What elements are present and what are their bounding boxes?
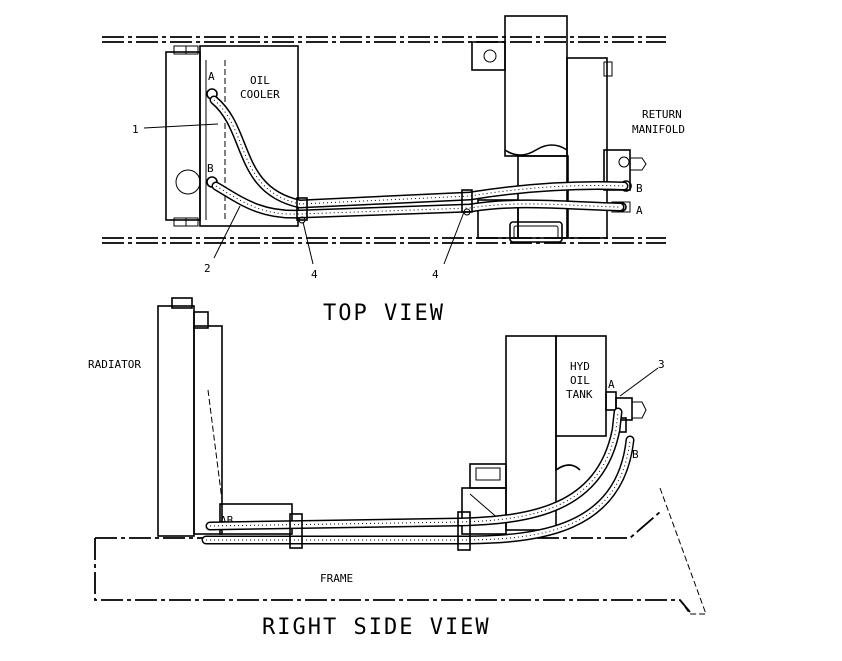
callout-2: 2 [204,262,211,275]
hose-line-1 [209,95,629,209]
return-manifold-label-line2: MANIFOLD [632,123,685,136]
tank-port-b-label: B [632,448,639,461]
callout-3: 3 [658,358,665,371]
clamp-4-left [296,197,308,221]
radiator-label: RADIATOR [88,358,141,371]
side-clamp-right [457,511,471,551]
side-hose-lower [201,435,635,545]
manifold-port-a-label: A [636,204,643,217]
oil-cooler-label-line1: OIL [250,74,270,87]
cooler-port-b-label: B [207,162,214,175]
frame-label: FRAME [320,572,353,585]
tank-label-line1: HYD [570,360,590,373]
clamp-4-right [461,189,473,213]
radiator [157,297,293,537]
manifold-port-b-label: B [636,182,643,195]
tank-port-a-label: A [608,378,615,391]
oil-cooler-label-line2: COOLER [240,88,280,101]
callout-4-right: 4 [432,268,439,281]
tank-label-line2: OIL [570,374,590,387]
top-view: OIL COOLER A B RETURN MANIFOLD B [102,15,685,326]
return-manifold-label-line1: RETURN [642,108,682,121]
oil-cooler [165,45,299,227]
right-side-view: FRAME RADIATOR A B HYD [88,297,707,640]
right-side-view-title: RIGHT SIDE VIEW [262,615,491,640]
side-hose-upper [205,407,623,531]
top-view-title: TOP VIEW [323,301,445,326]
callout-4-left: 4 [311,268,318,281]
callout-1: 1 [132,123,139,136]
tank-label-line3: TANK [566,388,593,401]
hose-line-2 [211,181,625,219]
side-clamp-left [289,513,303,549]
cooler-port-a-label: A [208,70,215,83]
